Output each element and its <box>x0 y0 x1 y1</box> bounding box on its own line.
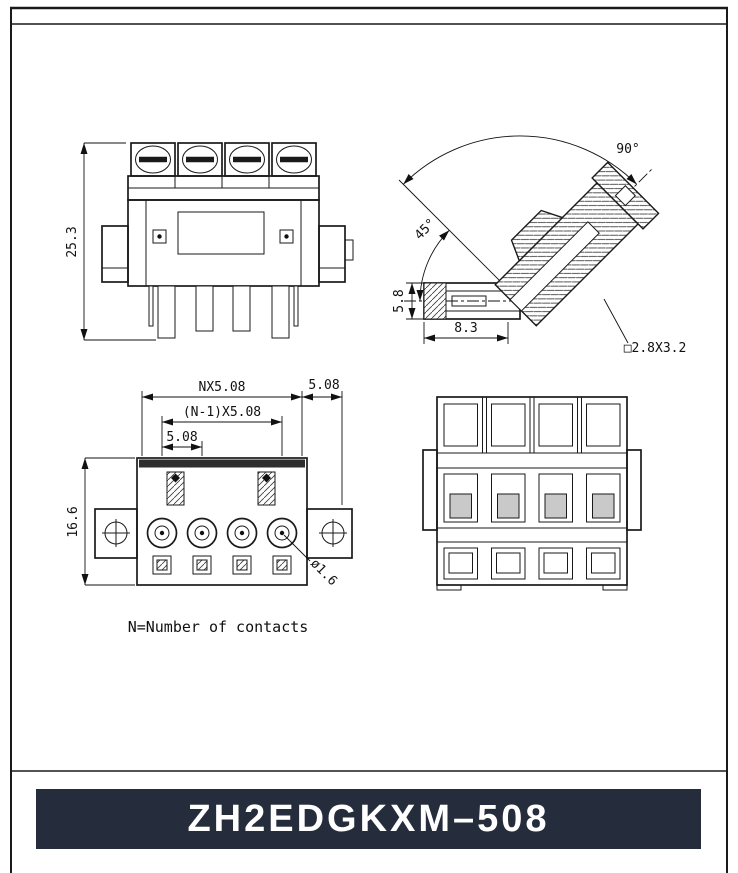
dim-end-508-label: 5.08 <box>308 378 339 393</box>
dim-overall-height: 25.3 <box>65 142 156 341</box>
dim-n1x508-label: (N-1)X5.08 <box>183 405 261 420</box>
dim-pitch-508-label: 5.08 <box>166 430 197 445</box>
contacts-note: N=Number of contacts <box>128 618 309 636</box>
angle-45-label: 45° <box>412 216 439 243</box>
plug-view <box>422 396 642 591</box>
dim-plug-height: 5.8 <box>392 282 426 320</box>
dim-5-8-label: 5.8 <box>392 289 407 312</box>
front-view: 25.3 <box>65 142 354 341</box>
angle-90-label: 90° <box>616 142 639 157</box>
hole-dia-callout: ø1.6 <box>283 534 340 589</box>
side-view: 45° 90° 5.8 8.3 □2.8X3.2 <box>392 135 687 356</box>
mounting-ear-right <box>306 508 353 559</box>
solder-strip <box>139 459 305 468</box>
screw-terminals <box>130 142 317 177</box>
dim-nx508-label: NX5.08 <box>199 380 246 395</box>
mounting-ear-left <box>94 508 138 559</box>
dim-8-3-label: 8.3 <box>454 321 477 336</box>
contacts-row <box>146 517 298 549</box>
dim-16-6-label: 16.6 <box>66 506 81 537</box>
part-number-banner: ZH2EDGKXM–508 <box>36 789 701 849</box>
plug-bottom-cells <box>443 547 621 580</box>
plug-middle-cells <box>443 473 621 523</box>
dim-plug-depth: 8.3 <box>423 321 509 344</box>
dim-body-height: 16.6 <box>66 457 135 586</box>
dim-square-hole-label: □2.8X3.2 <box>624 341 687 356</box>
plan-view: NX5.08 5.08 (N-1)X5.08 5.08 <box>66 378 353 636</box>
sheet-border <box>10 6 728 873</box>
dim-dia-1-6-label: ø1.6 <box>307 556 340 589</box>
part-number-text: ZH2EDGKXM–508 <box>187 797 550 840</box>
dim-25-3-label: 25.3 <box>65 226 80 257</box>
square-hole-callout: □2.8X3.2 <box>603 298 687 356</box>
clamp-squares-row <box>152 555 292 575</box>
